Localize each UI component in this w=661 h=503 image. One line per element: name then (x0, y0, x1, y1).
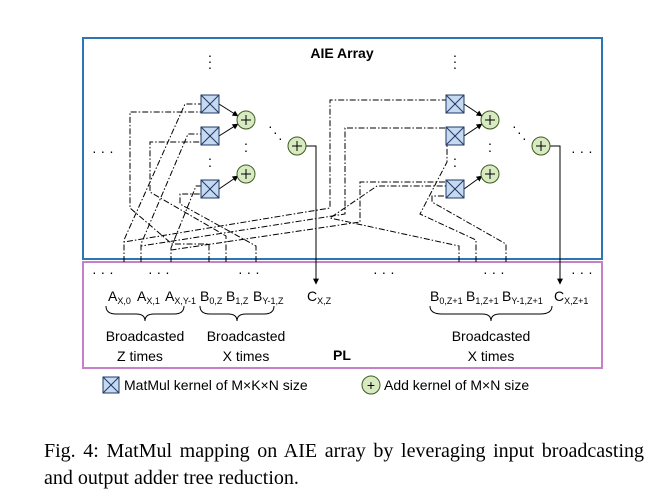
svg-text:· · ·: · · · (571, 264, 593, 280)
svg-text:·: · (208, 59, 213, 75)
svg-text:AX,1: AX,1 (137, 288, 160, 306)
brace-mid (199, 305, 275, 322)
svg-text:·: · (517, 124, 522, 140)
add-kernel-icon (236, 164, 256, 184)
svg-text:CX,Z+1: CX,Z+1 (554, 288, 588, 306)
aie-array-title: AIE Array (310, 45, 374, 61)
svg-text:·: · (488, 142, 493, 158)
svg-text:·: · (273, 124, 278, 140)
add-kernel-icon (236, 110, 256, 130)
svg-text:·: · (208, 53, 213, 69)
svg-text:CX,Z: CX,Z (307, 288, 332, 306)
svg-text:·: · (453, 157, 458, 173)
matmul-kernel-icon (445, 126, 465, 146)
port-labels: AX,0 AX,1 AX,Y-1 B0,Z B1,Z BY-1,Z CX,Z B… (108, 288, 588, 306)
label-b-0z: B (200, 288, 209, 304)
svg-text:·: · (453, 150, 458, 166)
add-kernel-icon (287, 136, 307, 156)
svg-text:·: · (268, 118, 273, 134)
brace-mid-line2: X times (223, 348, 270, 364)
legend-mul-icon (102, 376, 120, 394)
svg-text:·: · (208, 47, 213, 63)
svg-text:BY-1,Z+1: BY-1,Z+1 (502, 288, 543, 306)
label-c-xz: C (307, 288, 317, 304)
label-b-0z1: B (430, 288, 439, 304)
svg-text:B0,Z: B0,Z (200, 288, 223, 306)
svg-text:· · ·: · · · (92, 143, 114, 159)
svg-text:· · ·: · · · (148, 264, 170, 280)
add-kernels (236, 110, 551, 184)
svg-text:·: · (278, 130, 283, 146)
add-kernel-icon (531, 136, 551, 156)
brace-right-line1: Broadcasted (452, 328, 531, 344)
brace-right-line2: X times (468, 348, 515, 364)
ellipsis-group: · · · · · · ··· ··· ·· ·· ·· ·· ··· ··· … (92, 47, 593, 280)
label-c-xz1: C (554, 288, 564, 304)
svg-text:·: · (488, 135, 493, 151)
matmul-kernel-icon (200, 179, 220, 199)
legend-add-icon (361, 375, 381, 395)
svg-text:· · ·: · · · (92, 264, 114, 280)
label-a-x1: A (137, 288, 147, 304)
label-a-xy: A (165, 288, 175, 304)
svg-text:B0,Z+1: B0,Z+1 (430, 288, 463, 306)
label-b-yz: B (253, 288, 262, 304)
svg-text:· · ·: · · · (571, 143, 593, 159)
brace-left-line2: Z times (117, 348, 163, 364)
legend-add-symbol: + (367, 377, 375, 393)
matmul-kernel-icon (200, 94, 220, 114)
braces (105, 305, 553, 322)
svg-text:·: · (453, 53, 458, 69)
brace-labels: Broadcasted Z times Broadcasted X times … (106, 328, 531, 364)
svg-text:·: · (208, 157, 213, 173)
svg-text:·: · (244, 135, 249, 151)
svg-text:B1,Z: B1,Z (226, 288, 249, 306)
svg-text:· · ·: · · · (373, 264, 395, 280)
brace-mid-line1: Broadcasted (207, 328, 286, 344)
svg-text:·: · (512, 118, 517, 134)
brace-left-line1: Broadcasted (106, 328, 185, 344)
brace-right (429, 305, 553, 322)
mul-add-links (218, 103, 563, 285)
svg-text:·: · (208, 150, 213, 166)
svg-text:· · ·: · · · (483, 264, 505, 280)
figure-caption: Fig. 4: MatMul mapping on AIE array by l… (44, 440, 644, 489)
svg-text:·: · (453, 59, 458, 75)
label-b-1z1: B (466, 288, 475, 304)
svg-text:BY-1,Z: BY-1,Z (253, 288, 284, 306)
svg-text:AX,Y-1: AX,Y-1 (165, 288, 196, 306)
legend-add-label: Add kernel of M×N size (384, 377, 529, 393)
svg-text:B1,Z+1: B1,Z+1 (466, 288, 499, 306)
svg-text:· · ·: · · · (238, 264, 260, 280)
label-b-1z: B (226, 288, 235, 304)
matmul-kernel-icon (445, 179, 465, 199)
matmul-kernel-icon (200, 126, 220, 146)
legend-mul-label: MatMul kernel of M×K×N size (124, 377, 308, 393)
aie-array-box (82, 37, 603, 260)
svg-text:·: · (244, 142, 249, 158)
add-kernel-icon (480, 110, 500, 130)
matmul-kernels (200, 94, 465, 199)
add-kernel-icon (480, 164, 500, 184)
pl-box (82, 261, 603, 369)
matmul-kernel-icon (445, 94, 465, 114)
input-routes (123, 99, 507, 262)
pl-title: PL (333, 347, 351, 363)
legend: MatMul kernel of M×K×N size + Add kernel… (102, 375, 529, 395)
brace-left (105, 305, 185, 322)
svg-text:·: · (522, 130, 527, 146)
diagram: AIE Array PL · · · · · · ··· ··· ·· ·· ·… (82, 37, 603, 395)
label-a-x0: A (108, 288, 118, 304)
label-b-yz1: B (502, 288, 511, 304)
svg-text:·: · (453, 47, 458, 63)
svg-text:AX,0: AX,0 (108, 288, 131, 306)
